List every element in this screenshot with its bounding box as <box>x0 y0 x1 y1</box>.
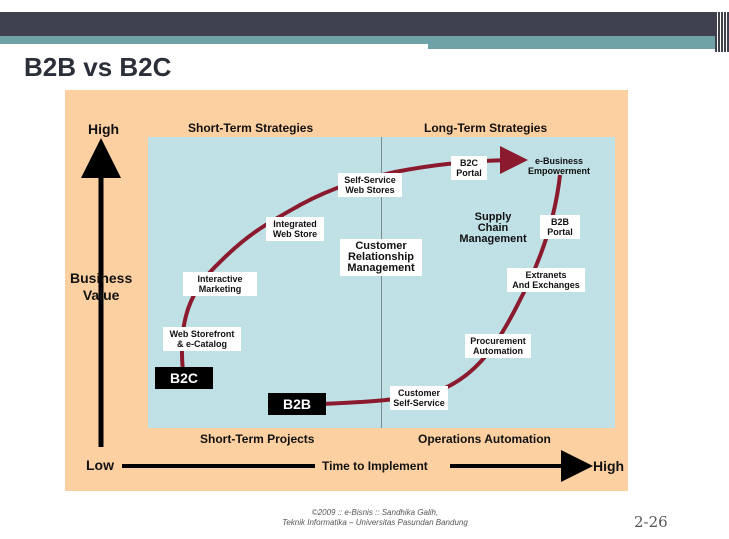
label-b2b-portal: B2B Portal <box>540 215 580 239</box>
label-e-business-empowerment: e-Business Empowerment <box>527 156 590 176</box>
x-axis-high-label: High <box>593 458 625 474</box>
label-extranets-exchanges: Extranets And Exchanges <box>507 268 585 292</box>
heading-short-term-strategies: Short-Term Strategies <box>188 121 314 135</box>
y-axis-label: Business Value <box>70 270 133 303</box>
header-accent-strip-right <box>428 44 715 49</box>
scm-label: Supply Chain Management <box>459 211 527 245</box>
heading-operations-automation: Operations Automation <box>418 432 551 446</box>
diagram-divider <box>381 137 382 428</box>
label-web-storefront: Web Storefront & e-Catalog <box>163 327 241 351</box>
page-number: 2-26 <box>634 513 668 531</box>
label-self-service-web-stores: Self-Service Web Stores <box>338 173 402 197</box>
heading-long-term-strategies: Long-Term Strategies <box>424 121 548 135</box>
y-axis-high-label: High <box>88 121 120 137</box>
label-b2c-portal: B2C Portal <box>451 156 487 180</box>
label-procurement-automation: Procurement Automation <box>465 334 531 358</box>
header-stripes <box>715 12 729 52</box>
x-axis-label: Time to Implement <box>322 459 428 473</box>
crm-label: Customer Relationship Management <box>340 239 422 276</box>
b2b-badge: B2B <box>268 393 326 415</box>
footer-credit-line2: Teknik Informatika – Universitas Pasunda… <box>282 518 468 527</box>
heading-short-term-projects: Short-Term Projects <box>200 432 315 446</box>
slide-title: B2B vs B2C <box>24 52 172 82</box>
label-integrated-web-store: Integrated Web Store <box>266 217 324 241</box>
footer-credit-line1: ©2009 :: e-Bisnis :: Sandhika Galih, <box>311 508 439 517</box>
header-bar <box>0 12 729 36</box>
label-customer-self-service: Customer Self-Service <box>390 386 448 410</box>
b2c-badge: B2C <box>155 367 213 389</box>
x-axis-low-label: Low <box>86 457 114 473</box>
label-interactive-marketing: Interactive Marketing <box>183 272 257 296</box>
header-accent-strip <box>0 36 715 44</box>
footer-credit: ©2009 :: e-Bisnis :: Sandhika Galih, Tek… <box>240 508 510 528</box>
